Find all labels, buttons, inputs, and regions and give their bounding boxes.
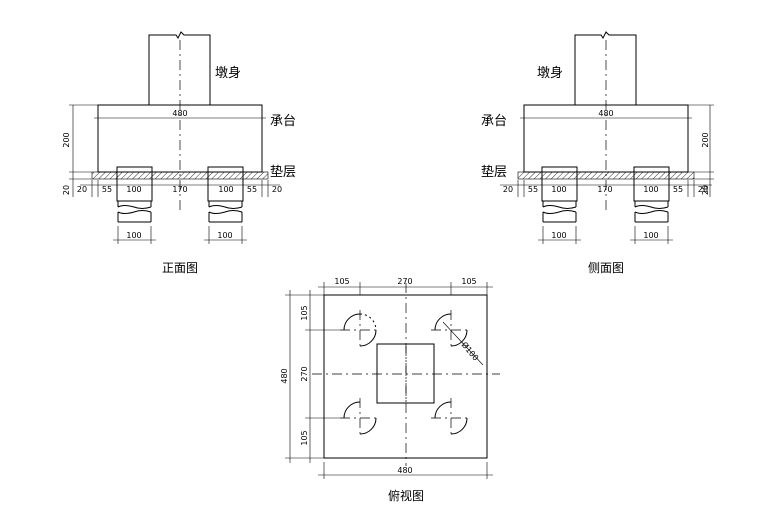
side-dim-b1: 55: [528, 185, 538, 194]
front-dim-480: 480: [172, 109, 187, 118]
side-pier: [574, 31, 637, 105]
front-dim-pile-left: 100: [126, 231, 141, 240]
front-pier: [148, 31, 211, 105]
front-dim-b0: 20: [77, 185, 87, 194]
plan-diameter-leader: [442, 321, 484, 366]
front-label-cap: 承台: [270, 114, 296, 129]
front-label-cushion: 垫层: [270, 164, 296, 180]
plan-pile-tl: [340, 310, 380, 350]
plan-pile-tr: [431, 310, 471, 350]
side-view: 480 200 20 20 55 100 170 100 55 20 100 1…: [481, 31, 714, 275]
plan-dim-left-total: 480: [280, 368, 289, 383]
side-dim-b2: 100: [551, 185, 566, 194]
plan-dim-left-2: 105: [300, 430, 309, 445]
side-dim-pile-left: 100: [551, 231, 566, 240]
plan-dim-bottom: 480: [397, 466, 412, 475]
side-dim-20: 20: [701, 185, 710, 195]
side-dim-pile-right: 100: [643, 231, 658, 240]
front-label-pier: 墩身: [215, 65, 241, 81]
plan-pile-bl: [340, 398, 380, 438]
plan-dim-top-0: 105: [334, 277, 349, 286]
front-dim-b3: 170: [172, 185, 187, 194]
side-caption: 侧面图: [588, 261, 624, 275]
side-dim-b5: 55: [673, 185, 683, 194]
side-dim-b3: 170: [597, 185, 612, 194]
front-dim-20: 20: [62, 185, 71, 195]
plan-pile-br: [431, 398, 471, 438]
front-dim-b6: 20: [272, 185, 282, 194]
plan-pier-outline: [376, 343, 435, 404]
side-dim-b4: 100: [643, 185, 658, 194]
side-dim-b0: 20: [503, 185, 513, 194]
front-dim-b4: 100: [218, 185, 233, 194]
plan-dim-left-1: 270: [300, 366, 309, 381]
side-dim-b6: 20: [698, 185, 708, 194]
plan-cap-outline: [323, 294, 488, 459]
plan-dim-top-2: 105: [461, 277, 476, 286]
front-dim-b5: 55: [247, 185, 257, 194]
front-view: 480 200 20 20 55 100 170 100 55 20 100 1…: [62, 31, 296, 275]
front-caption: 正面图: [162, 261, 198, 275]
side-dim-480: 480: [598, 109, 613, 118]
plan-caption: 俯视图: [388, 488, 424, 503]
front-dim-pile-right: 100: [217, 231, 232, 240]
side-dim-200: 200: [701, 132, 710, 147]
side-label-cap: 承台: [481, 114, 507, 129]
side-label-pier: 墩身: [537, 65, 563, 81]
front-dim-b1: 55: [102, 185, 112, 194]
side-label-cushion: 垫层: [481, 164, 507, 180]
front-dim-b2: 100: [126, 185, 141, 194]
plan-dim-left-0: 105: [300, 305, 309, 320]
plan-dim-top-1: 270: [397, 277, 412, 286]
plan-view: Ø100 105 270 105 105 270 105 480 480 俯视图: [280, 277, 500, 503]
front-dim-200: 200: [62, 132, 71, 147]
